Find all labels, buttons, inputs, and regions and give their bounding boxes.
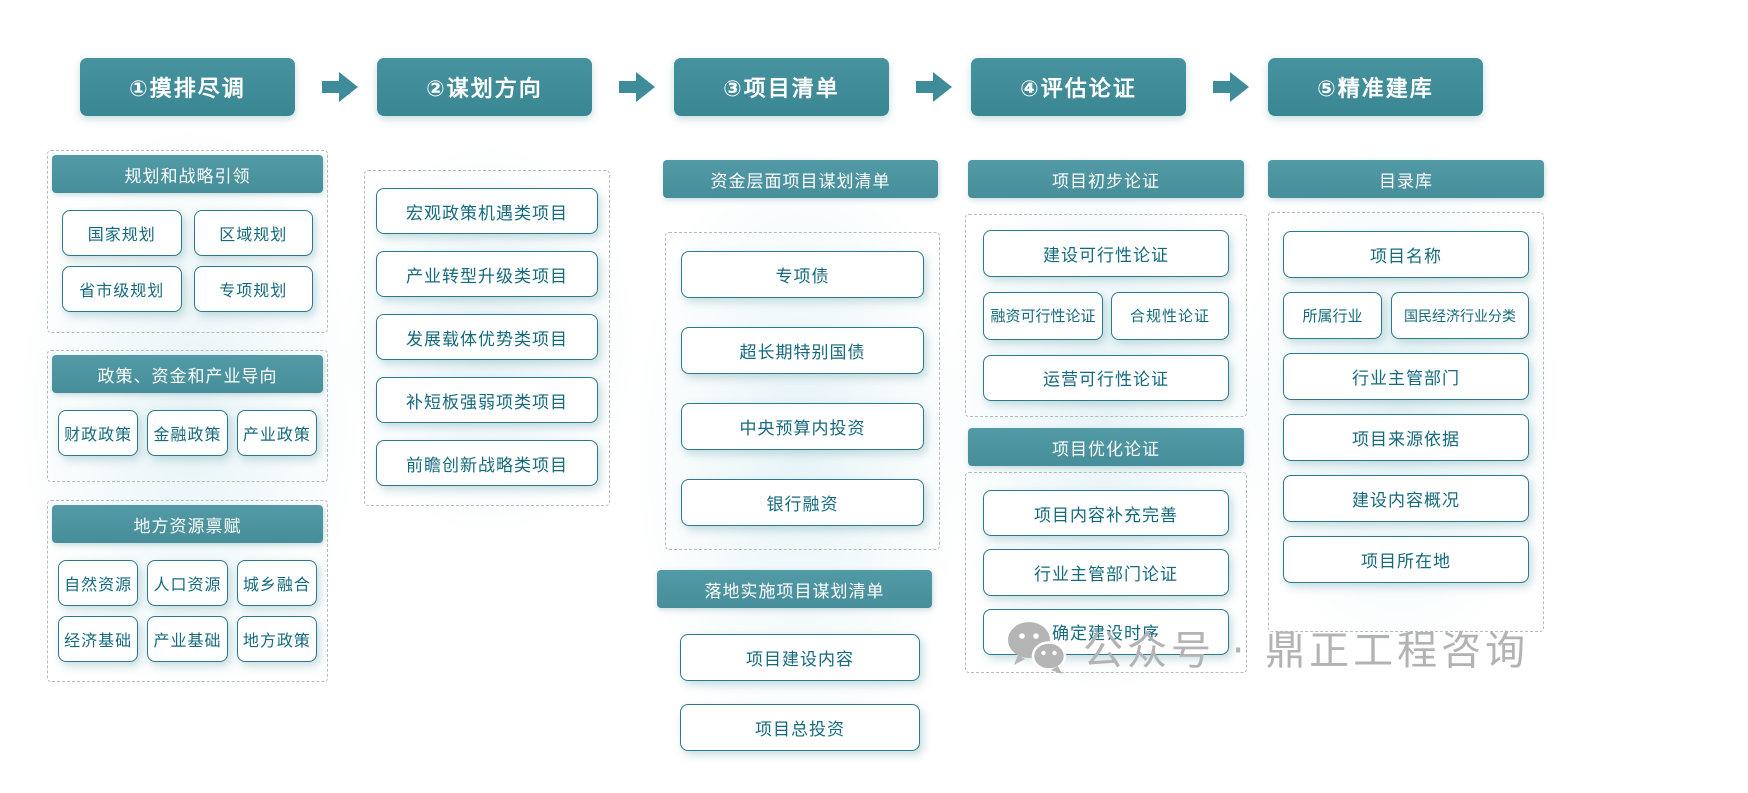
flow-item-box: 项目内容补充完善 — [983, 490, 1229, 537]
flow-item-box: 融资可行性论证 — [983, 291, 1103, 340]
flow-item-box: 项目所在地 — [1283, 536, 1529, 583]
section-items-grid: 财政政策 金融政策 产业政策 — [52, 393, 323, 456]
arrow-right-icon — [619, 72, 655, 102]
flow-item-box: 行业主管部门 — [1283, 353, 1529, 400]
flow-item-box: 人口资源 — [147, 560, 228, 606]
section-funding-list: 专项债 超长期特别国债 中央预算内投资 银行融资 — [665, 232, 940, 550]
section-title-implementation-list: 落地实施项目谋划清单 — [657, 570, 932, 608]
flow-item-box: 金融政策 — [147, 410, 228, 456]
section-title-initial-review: 项目初步论证 — [968, 160, 1244, 198]
flow-item-box: 国家规划 — [62, 210, 182, 256]
flow-item-box: 专项规划 — [193, 266, 313, 312]
arrow-right-icon — [1213, 72, 1249, 102]
flow-item-box: 前瞻创新战略类项目 — [376, 440, 598, 486]
flow-item-box: 项目名称 — [1283, 231, 1529, 278]
flow-item-box: 自然资源 — [58, 560, 139, 606]
section-policy-funding-industry: 政策、资金和产业导向 财政政策 金融政策 产业政策 — [47, 350, 328, 482]
flow-item-box: 项目来源依据 — [1283, 414, 1529, 461]
section-project-directions: 宏观政策机遇类项目 产业转型升级类项目 发展载体优势类项目 补短板强弱项类项目 … — [364, 170, 610, 506]
flow-item-box: 所属行业 — [1283, 292, 1382, 339]
step-header-3: ③项目清单 — [674, 58, 889, 116]
flow-item-box: 运营可行性论证 — [983, 354, 1229, 401]
flow-item-box: 中央预算内投资 — [681, 403, 924, 450]
step-header-2: ②谋划方向 — [377, 58, 592, 116]
flow-item-box: 补短板强弱项类项目 — [376, 377, 598, 423]
flow-item-box: 城乡融合 — [236, 560, 317, 606]
flow-item-box: 产业政策 — [236, 410, 317, 456]
flow-item-box: 产业基础 — [147, 616, 228, 662]
flow-item-box: 项目建设内容 — [680, 634, 920, 681]
flow-item-box: 发展载体优势类项目 — [376, 314, 598, 360]
flow-item-box: 省市级规划 — [62, 266, 182, 312]
watermark: 公众号 · 鼎正工程咨询 — [1005, 618, 1529, 676]
section-items-grid: 国家规划 区域规划 省市级规划 专项规划 — [52, 193, 323, 312]
step-header-1: ①摸排尽调 — [80, 58, 295, 116]
section-title-optimization-review: 项目优化论证 — [968, 428, 1244, 466]
step-header-5: ⑤精准建库 — [1268, 58, 1483, 116]
section-catalog: 项目名称 所属行业 国民经济行业分类 行业主管部门 项目来源依据 建设内容概况 … — [1268, 212, 1544, 632]
arrow-right-icon — [322, 72, 358, 102]
step-header-4: ④评估论证 — [971, 58, 1186, 116]
flow-item-box: 超长期特别国债 — [681, 327, 924, 374]
section-items-grid: 自然资源 人口资源 城乡融合 经济基础 产业基础 地方政策 — [52, 543, 323, 662]
section-title-bar: 地方资源禀赋 — [52, 505, 323, 543]
section-title-funding-list: 资金层面项目谋划清单 — [663, 160, 938, 198]
flow-item-box: 产业转型升级类项目 — [376, 251, 598, 297]
section-title-bar: 政策、资金和产业导向 — [52, 355, 323, 393]
flow-item-box: 银行融资 — [681, 479, 924, 526]
watermark-text: 公众号 · 鼎正工程咨询 — [1083, 628, 1530, 674]
flow-item-box: 建设内容概况 — [1283, 475, 1529, 522]
box-row: 融资可行性论证 合规性论证 — [983, 291, 1229, 340]
section-planning-strategy: 规划和战略引领 国家规划 区域规划 省市级规划 专项规划 — [47, 150, 328, 333]
flow-item-box: 专项债 — [681, 251, 924, 298]
flow-item-box: 项目总投资 — [680, 704, 920, 751]
flow-item-box: 宏观政策机遇类项目 — [376, 188, 598, 234]
section-title-bar: 规划和战略引领 — [52, 155, 323, 193]
section-initial-review: 建设可行性论证 融资可行性论证 合规性论证 运营可行性论证 — [965, 214, 1247, 417]
flow-item-box: 合规性论证 — [1111, 291, 1229, 340]
flow-item-box: 行业主管部门论证 — [983, 549, 1229, 596]
flow-item-box: 国民经济行业分类 — [1391, 292, 1529, 339]
flow-item-box: 经济基础 — [58, 616, 139, 662]
flow-item-box: 建设可行性论证 — [983, 230, 1229, 277]
wechat-icon — [1005, 619, 1067, 675]
flow-item-box: 财政政策 — [58, 410, 139, 456]
arrow-right-icon — [916, 72, 952, 102]
section-local-resources: 地方资源禀赋 自然资源 人口资源 城乡融合 经济基础 产业基础 地方政策 — [47, 500, 328, 682]
flow-item-box: 区域规划 — [193, 210, 313, 256]
flow-item-box: 地方政策 — [236, 616, 317, 662]
section-title-catalog: 目录库 — [1268, 160, 1544, 198]
box-row: 所属行业 国民经济行业分类 — [1283, 292, 1529, 339]
